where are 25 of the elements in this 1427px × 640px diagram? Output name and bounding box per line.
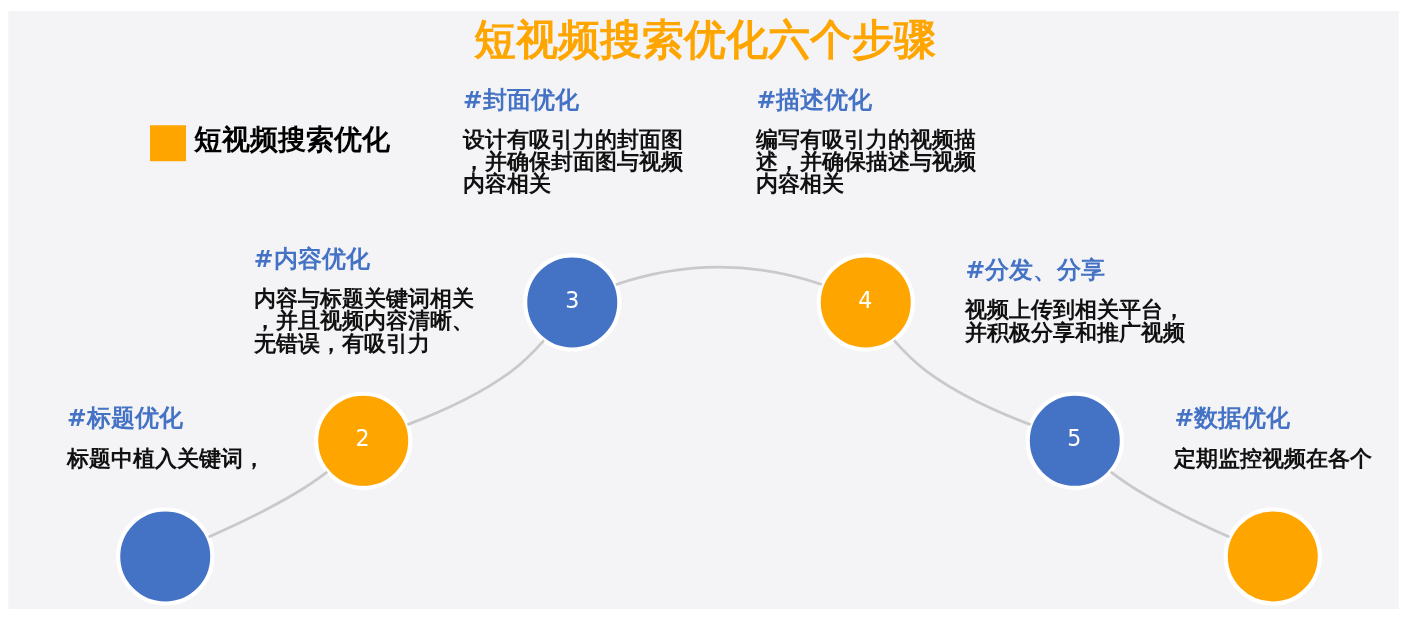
- connector: [208, 470, 329, 539]
- node-label: #分发、分享: [965, 256, 1106, 285]
- node-label: 内容与标题关键词相关，并且视频内容清晰、无错误，有吸引力: [253, 285, 474, 356]
- node-label: #标题优化: [66, 404, 183, 433]
- node-label: 视频上传到相关平台，并积极分享和推广视频: [965, 296, 1186, 345]
- node-label: #描述优化: [756, 86, 873, 115]
- node-circle: 3: [523, 253, 622, 352]
- connector: [406, 339, 545, 426]
- connector: [615, 265, 823, 286]
- node-label: #数据优化: [1174, 404, 1291, 433]
- legend-label: 短视频搜索优化: [194, 122, 391, 156]
- node-label: 定期监控视频在各个: [1174, 444, 1373, 471]
- connector: [1109, 470, 1230, 539]
- node-circle: 4: [816, 253, 915, 352]
- node-circle: [116, 507, 215, 606]
- node-circle: [1223, 507, 1322, 606]
- connector: [893, 339, 1032, 426]
- node-label: #封面优化: [462, 86, 579, 115]
- node-circle: 2: [314, 391, 413, 490]
- node-circle: 5: [1025, 391, 1124, 490]
- node-label: 编写有吸引力的视频描述，并确保描述与视频内容相关: [756, 126, 977, 197]
- node-label: 标题中植入关键词，: [66, 444, 265, 471]
- node-label: 设计有吸引力的封面图，并确保封面图与视频内容相关: [462, 126, 683, 197]
- node-label: #内容优化: [253, 245, 370, 274]
- diagram-title: 短视频搜索优化六个步骤: [474, 14, 937, 64]
